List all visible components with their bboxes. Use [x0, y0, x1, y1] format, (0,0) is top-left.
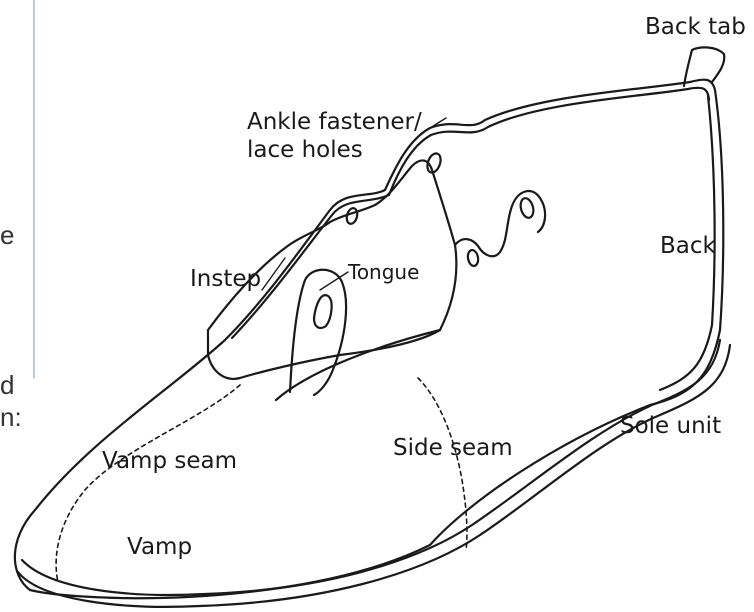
edge-fragment-e: e [0, 222, 14, 248]
label-side-seam: Side seam [393, 437, 513, 460]
lace-hole [425, 152, 443, 175]
edge-fragment-n: n: [0, 404, 22, 430]
label-ankle-fastener: Ankle fastener/ lace holes [247, 108, 422, 164]
lace-hole [345, 207, 359, 225]
label-vamp-seam: Vamp seam [102, 450, 237, 473]
lace-hole [467, 249, 480, 266]
edge-fragment-d: d [0, 372, 14, 398]
label-back-tab: Back tab [645, 16, 746, 39]
label-vamp: Vamp [127, 536, 192, 559]
label-ankle-fastener-line2: lace holes [247, 136, 422, 164]
quarter-eyestay [455, 191, 545, 256]
side-seam-line [418, 378, 467, 550]
label-sole-unit: Sole unit [620, 415, 721, 438]
tongue [290, 270, 346, 395]
label-ankle-fastener-line1: Ankle fastener/ [247, 108, 422, 136]
label-instep: Instep [190, 268, 261, 291]
label-back: Back [660, 235, 716, 258]
label-tongue: Tongue [348, 262, 419, 282]
tongue-tip [314, 295, 332, 328]
lace-hole [519, 197, 536, 219]
